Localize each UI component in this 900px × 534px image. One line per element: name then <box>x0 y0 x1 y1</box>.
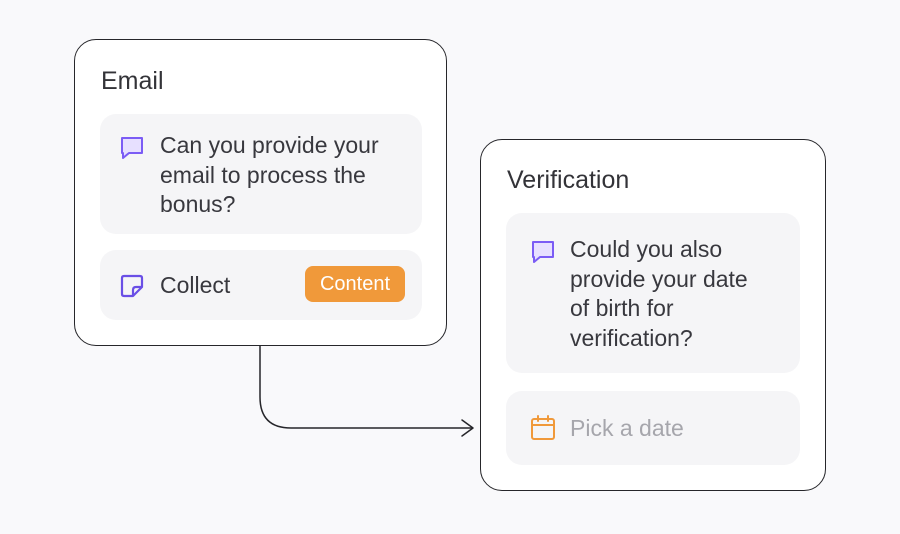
date-picker-field[interactable]: Pick a date <box>506 391 800 465</box>
collect-action-block[interactable]: Collect Content <box>100 250 422 320</box>
verification-message-block[interactable]: Could you also provide your date of birt… <box>506 213 800 373</box>
chat-bubble-icon <box>118 134 146 167</box>
connector-path <box>259 338 472 429</box>
email-node-card[interactable]: Email Can you provide your email to proc… <box>74 39 447 346</box>
verification-message-text: Could you also provide your date of birt… <box>570 236 748 351</box>
collect-label: Collect <box>160 272 231 298</box>
email-message-text: Can you provide your email to process th… <box>160 132 379 217</box>
date-placeholder: Pick a date <box>570 415 684 441</box>
connector-arrowhead <box>461 419 474 437</box>
sticker-icon <box>119 273 145 304</box>
email-node-title: Email <box>101 67 164 95</box>
content-badge[interactable]: Content <box>305 266 405 302</box>
verification-node-card[interactable]: Verification Could you also provide your… <box>480 139 826 491</box>
chat-bubble-icon <box>529 238 557 271</box>
email-message-block[interactable]: Can you provide your email to process th… <box>100 114 422 234</box>
calendar-icon <box>529 414 557 447</box>
verification-node-title: Verification <box>507 166 630 194</box>
